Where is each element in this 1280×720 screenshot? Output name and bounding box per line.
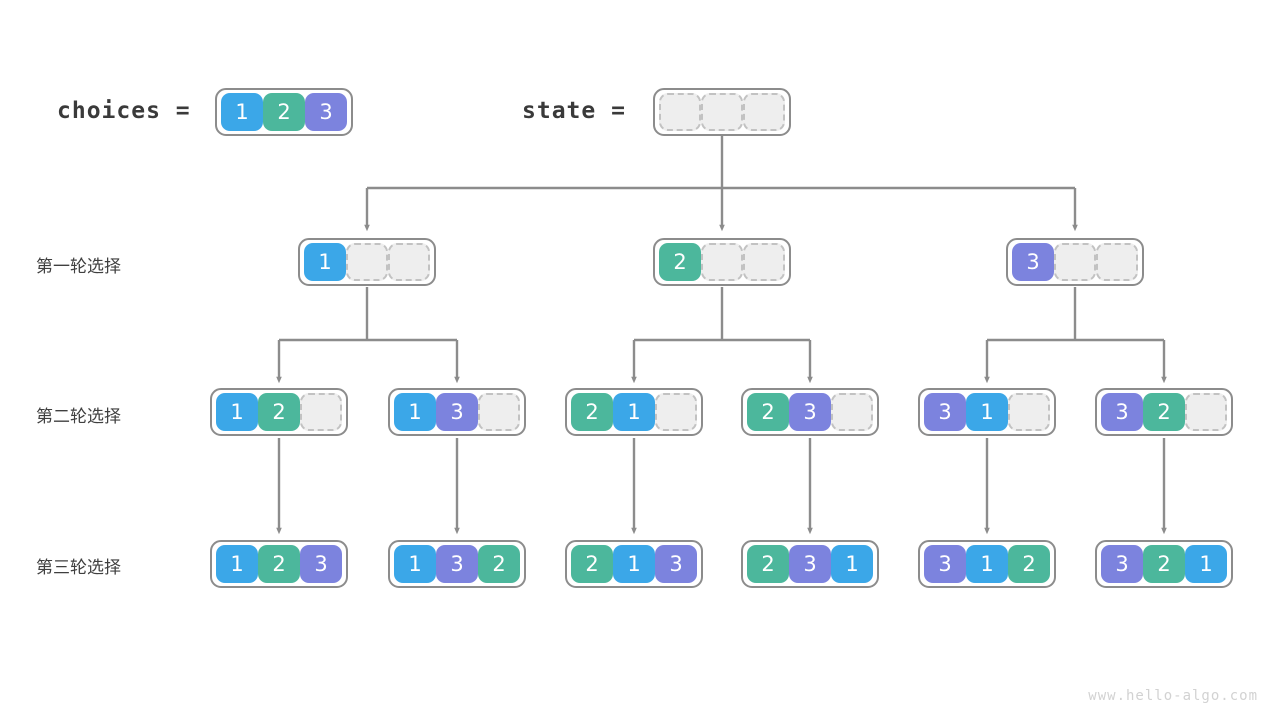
cell-value-3: 3 [1101,545,1143,583]
cell-empty [743,93,785,131]
cell-value-2: 2 [258,393,300,431]
cell-value-3: 3 [924,545,966,583]
cell-value-2: 2 [1008,545,1050,583]
cell-empty [701,93,743,131]
cell-value-1: 1 [216,393,258,431]
cell-value-2: 2 [478,545,520,583]
cell-value-1: 1 [394,545,436,583]
node-level1-3: 3 [1006,238,1144,286]
cell-value-1: 1 [221,93,263,131]
cell-value-3: 3 [1101,393,1143,431]
cell-value-3: 3 [300,545,342,583]
cell-value-2: 2 [263,93,305,131]
row-label-round-3: 第三轮选择 [36,558,121,578]
cell-value-2: 2 [1143,545,1185,583]
cell-value-1: 1 [831,545,873,583]
cell-value-1: 1 [394,393,436,431]
cell-value-2: 2 [258,545,300,583]
cell-value-3: 3 [305,93,347,131]
cell-empty [659,93,701,131]
cell-value-1: 1 [1185,545,1227,583]
cell-value-3: 3 [436,393,478,431]
cell-empty [743,243,785,281]
cell-value-1: 1 [613,545,655,583]
cell-empty [300,393,342,431]
cell-empty [1096,243,1138,281]
cell-value-1: 1 [966,545,1008,583]
cell-value-1: 1 [304,243,346,281]
row-label-round-1: 第一轮选择 [36,257,121,277]
cell-value-1: 1 [216,545,258,583]
cell-value-2: 2 [747,545,789,583]
cell-value-3: 3 [924,393,966,431]
cell-value-1: 1 [613,393,655,431]
watermark: www.hello-algo.com [1088,688,1258,704]
cell-empty [478,393,520,431]
cell-empty [1008,393,1050,431]
cell-value-3: 3 [789,545,831,583]
cell-value-3: 3 [1012,243,1054,281]
node-level1-1: 1 [298,238,436,286]
cell-value-3: 3 [655,545,697,583]
state-label: state = [522,98,626,124]
cell-empty [1185,393,1227,431]
cell-empty [701,243,743,281]
cell-value-2: 2 [571,545,613,583]
cell-value-2: 2 [1143,393,1185,431]
cell-empty [388,243,430,281]
cell-value-3: 3 [789,393,831,431]
state-array-root [653,88,791,136]
cell-empty [1054,243,1096,281]
node-level1-2: 2 [653,238,791,286]
cell-value-2: 2 [659,243,701,281]
choices-label: choices = [57,98,191,124]
cell-value-3: 3 [436,545,478,583]
cell-value-1: 1 [966,393,1008,431]
cell-value-2: 2 [747,393,789,431]
row-label-round-2: 第二轮选择 [36,407,121,427]
cell-empty [655,393,697,431]
cell-empty [831,393,873,431]
cell-value-2: 2 [571,393,613,431]
cell-empty [346,243,388,281]
